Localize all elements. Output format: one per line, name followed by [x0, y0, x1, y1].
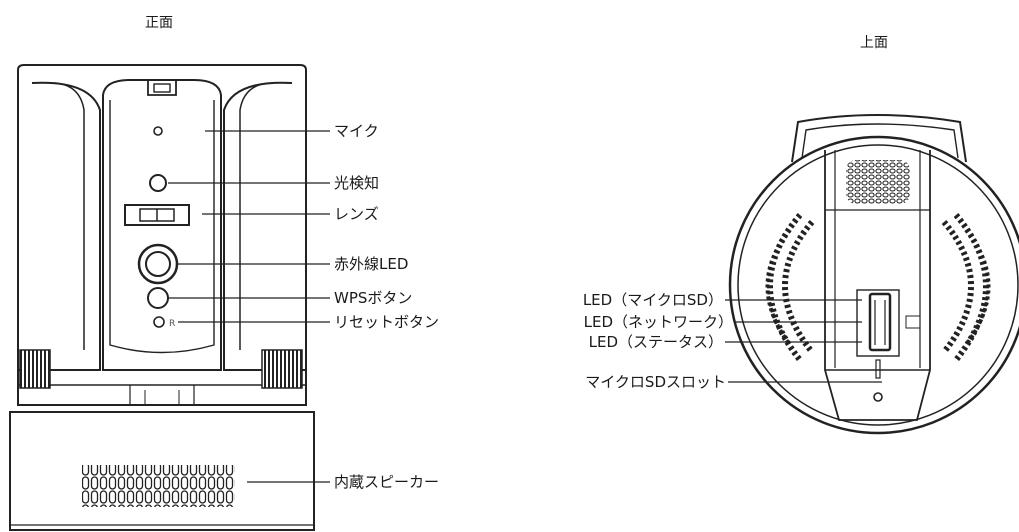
- top-camera-body: [728, 114, 1019, 435]
- label-wps-button: WPSボタン: [334, 289, 413, 307]
- label-led-microsd: LED（マイクロSD）: [582, 291, 723, 309]
- label-light-sensor: 光検知: [334, 174, 380, 192]
- label-microsd-slot: マイクロSDスロット: [585, 373, 726, 391]
- label-led-status: LED（ステータス）: [588, 333, 723, 351]
- mic-hole: [153, 126, 163, 136]
- front-camera-body: [9, 64, 315, 531]
- left-side-vent: [19, 349, 51, 389]
- reset-button: [153, 316, 165, 328]
- reset-marker: R: [169, 319, 175, 329]
- label-lens: レンズ: [334, 205, 379, 223]
- speaker-grille: [82, 465, 235, 507]
- label-led-network: LED（ネットワーク）: [583, 313, 733, 331]
- ir-led: [137, 243, 179, 285]
- front-leader-lines: [168, 130, 330, 483]
- right-side-vent: [261, 349, 303, 389]
- label-reset-button: リセットボタン: [334, 313, 440, 331]
- top-view-title: 上面: [860, 35, 888, 51]
- top-speaker-holes: [846, 160, 910, 204]
- lens: [124, 204, 190, 226]
- label-ir-led: 赤外線LED: [334, 255, 409, 273]
- front-view-title: 正面: [145, 15, 173, 31]
- light-sensor: [149, 174, 167, 192]
- label-mic: マイク: [334, 122, 379, 140]
- top-leader-lines: [725, 299, 882, 383]
- label-speaker: 内蔵スピーカー: [334, 473, 440, 491]
